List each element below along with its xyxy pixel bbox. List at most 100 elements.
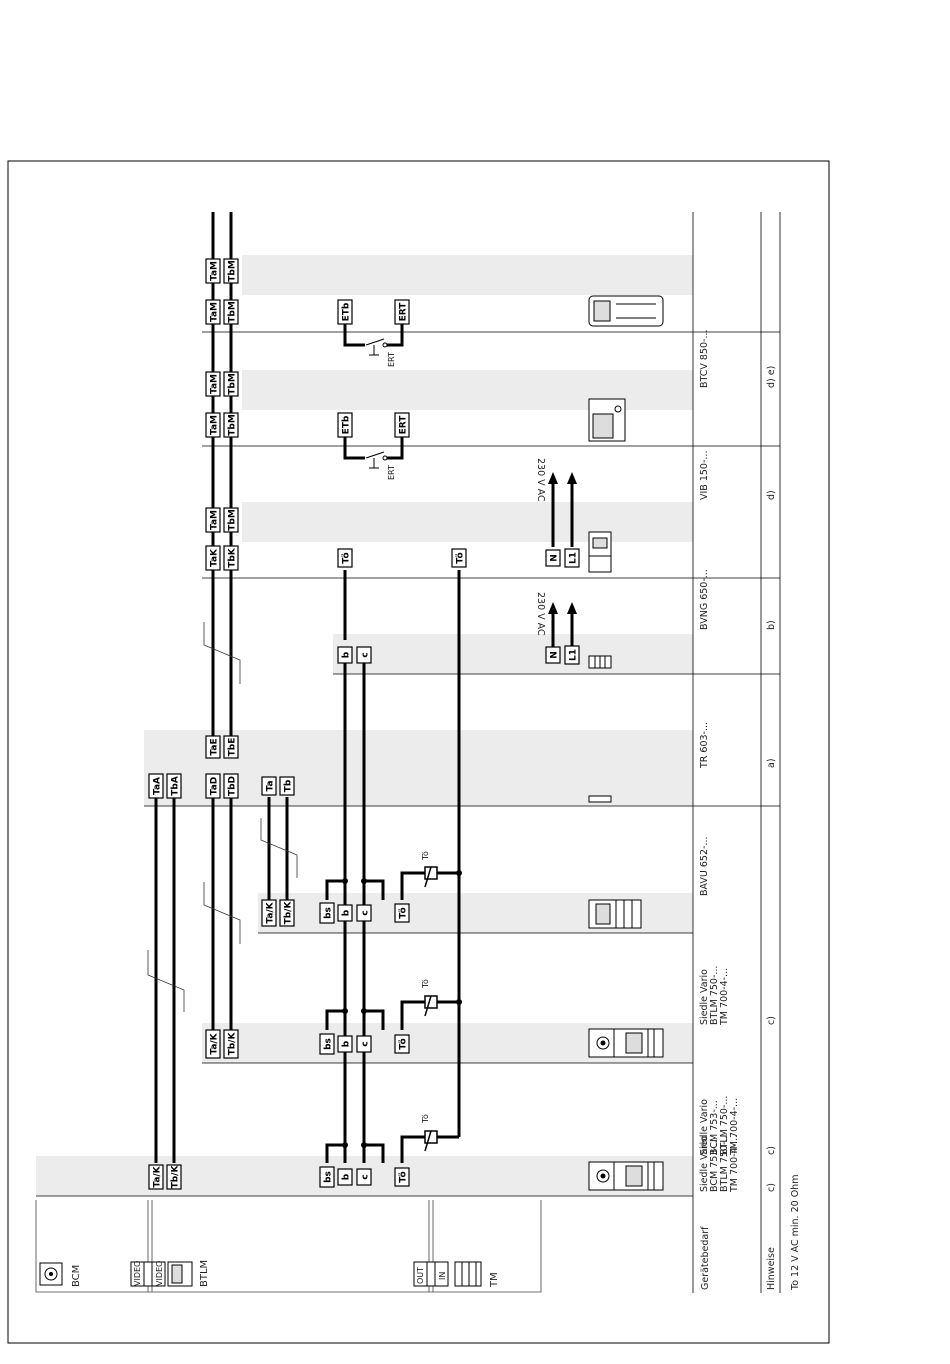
legend-tm-label: TM bbox=[489, 1272, 500, 1288]
legend-btlm-label: BTLM bbox=[199, 1260, 210, 1287]
note-c7: d) bbox=[766, 490, 777, 500]
terminal-label: Tb/K bbox=[228, 1032, 238, 1056]
terminal-label: Tö bbox=[399, 907, 409, 918]
door-relay-symbols bbox=[424, 866, 438, 1152]
terminal-label: bs bbox=[324, 1038, 334, 1050]
to-label-c2: Tö bbox=[421, 979, 430, 989]
terminal-c7-4: TaM bbox=[205, 371, 221, 397]
terminal-label: b bbox=[342, 909, 352, 916]
note-c3: c) bbox=[766, 1016, 777, 1025]
legend-in: IN bbox=[438, 1272, 447, 1280]
device-c5-0: TR 603-... bbox=[699, 722, 710, 769]
terminal-c5-3: L1 bbox=[564, 645, 580, 665]
terminal-label: c bbox=[361, 1174, 371, 1179]
device-icon-c2 bbox=[588, 1028, 664, 1058]
terminal-c5-2: N bbox=[545, 646, 561, 664]
legend-video-2: VIDEO bbox=[155, 1261, 164, 1286]
terminal-label: N bbox=[550, 651, 560, 659]
terminal-label: TaM bbox=[210, 261, 220, 281]
terminal-label: Tö bbox=[399, 1171, 409, 1182]
mains-label-bvng: 230 V AC bbox=[535, 458, 546, 502]
terminal-c3-5: Tö bbox=[394, 903, 410, 923]
device-c1-2: BTLM 750-... bbox=[719, 1133, 730, 1192]
terminal-c3-1: Tb/K bbox=[279, 899, 295, 927]
terminal-c2-3: b bbox=[337, 1035, 353, 1053]
device-c7-0: VIB 150-... bbox=[699, 451, 710, 500]
terminal-label: L1 bbox=[569, 649, 579, 661]
terminal-c6-1: TbK bbox=[223, 545, 239, 571]
junction-dots bbox=[342, 870, 462, 1148]
to-label-c1: Tö bbox=[421, 1114, 430, 1124]
terminal-label: ERT bbox=[399, 302, 409, 322]
terminal-c1-1: Tb/K bbox=[166, 1164, 182, 1190]
row-label-notes: Hinweise bbox=[766, 1247, 777, 1290]
terminal-c4-1: TbA bbox=[166, 773, 182, 799]
terminal-c6-0: TaK bbox=[205, 545, 221, 571]
row-label-devices: Gerätebedarf bbox=[700, 1226, 711, 1290]
terminal-label: TaM bbox=[210, 374, 220, 394]
device-icons bbox=[588, 295, 664, 1191]
terminal-c5-1: c bbox=[356, 646, 372, 664]
legend-video-1: VIDEO bbox=[133, 1261, 142, 1286]
terminal-label: bs bbox=[324, 907, 334, 919]
terminal-c2-2: bs bbox=[319, 1033, 335, 1055]
legend-out: OUT bbox=[416, 1267, 425, 1284]
terminal-label: ETb bbox=[342, 415, 352, 434]
terminal-c7-2: ETb bbox=[337, 412, 353, 438]
note-c5: a) bbox=[766, 758, 777, 768]
terminal-label: ETb bbox=[342, 302, 352, 321]
terminal-c4-0: TaA bbox=[148, 773, 164, 799]
terminal-c4-4: Ta bbox=[261, 776, 277, 796]
terminal-label: c bbox=[361, 652, 371, 657]
terminal-label: N bbox=[550, 554, 560, 562]
terminal-label: TbM bbox=[228, 509, 238, 531]
terminal-c1-2: bs bbox=[319, 1166, 335, 1188]
device-c2-0: Siedle Vario bbox=[699, 1099, 710, 1155]
device-icon-c6 bbox=[588, 531, 612, 573]
note-c1: c) bbox=[766, 1183, 777, 1192]
cable-break-marks bbox=[147, 622, 298, 1012]
terminal-c6-5: L1 bbox=[564, 548, 580, 568]
device-c8-0: BTCV 850-... bbox=[699, 329, 710, 388]
device-c3-2: TM 700-4-... bbox=[719, 968, 730, 1026]
terminal-c1-5: Tö bbox=[394, 1167, 410, 1187]
terminal-c3-2: bs bbox=[319, 902, 335, 924]
terminal-c4-2: TaD bbox=[205, 773, 221, 799]
to-label-c3: Tö bbox=[421, 851, 430, 861]
terminal-label: Tö bbox=[399, 1038, 409, 1049]
device-c3-0: Siedle Vario bbox=[699, 969, 710, 1025]
device-c1-1: BCM 753-... bbox=[709, 1137, 720, 1192]
terminal-label: ERT bbox=[399, 415, 409, 435]
terminal-label: TaA bbox=[153, 777, 163, 795]
terminal-c6-4: N bbox=[545, 549, 561, 567]
ert-label-vib: ERT bbox=[387, 465, 396, 480]
device-c1-3: TM 700-4-... bbox=[729, 1135, 740, 1193]
terminal-label: TbM bbox=[228, 414, 238, 436]
terminal-c6-2: Tö bbox=[337, 548, 353, 568]
terminal-c4-5: Tb bbox=[279, 776, 295, 796]
terminal-label: b bbox=[342, 1173, 352, 1180]
terminal-c2-5: Tö bbox=[394, 1034, 410, 1054]
terminal-label: TbM bbox=[228, 301, 238, 323]
terminal-c8-4: TaM bbox=[205, 258, 221, 284]
terminal-label: TaD bbox=[210, 777, 220, 796]
terminal-c2-4: c bbox=[356, 1035, 372, 1053]
mains-arrows bbox=[548, 472, 577, 614]
terminal-c3-3: b bbox=[337, 904, 353, 922]
device-icon-c1 bbox=[588, 1161, 664, 1191]
diagram-frame bbox=[7, 160, 830, 1344]
device-c2-2: BTLM 750-... bbox=[719, 1096, 730, 1155]
footnote: To 12 V AC min. 20 Ohm bbox=[790, 1175, 801, 1291]
terminal-c8-3: ERT bbox=[394, 299, 410, 325]
terminal-label: TaK bbox=[210, 548, 220, 567]
terminal-c1-3: b bbox=[337, 1168, 353, 1186]
terminal-label: Tö bbox=[342, 552, 352, 563]
legend-btlm: VIDEO VIDEO BTLM bbox=[130, 1260, 210, 1287]
terminal-label: TbA bbox=[171, 776, 181, 796]
device-icon-c4 bbox=[588, 795, 612, 803]
device-c2-3: TM 700-4-... bbox=[729, 1098, 740, 1156]
device-c2-1: BCM 753-... bbox=[709, 1100, 720, 1155]
terminal-label: Tö bbox=[456, 552, 466, 563]
terminal-c8-0: TaM bbox=[205, 299, 221, 325]
